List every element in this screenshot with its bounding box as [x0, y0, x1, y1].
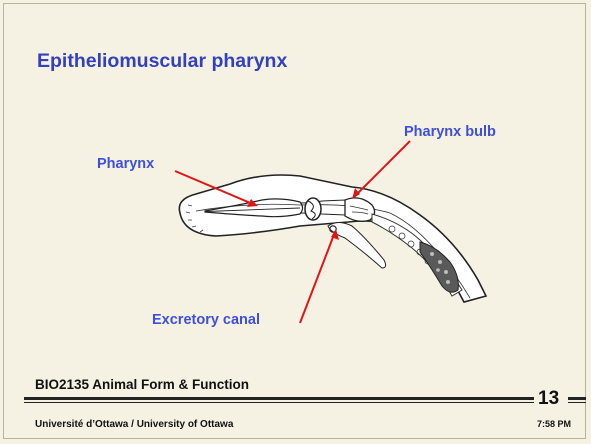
university-footer: Université d’Ottawa / University of Otta… — [35, 419, 233, 430]
label-pharynx: Pharynx — [97, 156, 154, 172]
footer-rule — [24, 397, 534, 400]
timestamp: 7:58 PM — [537, 419, 571, 429]
arrow-canal — [300, 232, 335, 323]
arrow-bulb — [354, 141, 410, 197]
label-pharynx-bulb: Pharynx bulb — [404, 124, 496, 140]
course-title: BIO2135 Animal Form & Function — [35, 377, 249, 392]
footer-rule-right-thin — [568, 402, 586, 403]
label-excretory-canal: Excretory canal — [152, 312, 260, 328]
footer-rule-right — [568, 397, 586, 400]
footer-rule-thin — [24, 402, 534, 403]
page-number: 13 — [538, 388, 559, 410]
